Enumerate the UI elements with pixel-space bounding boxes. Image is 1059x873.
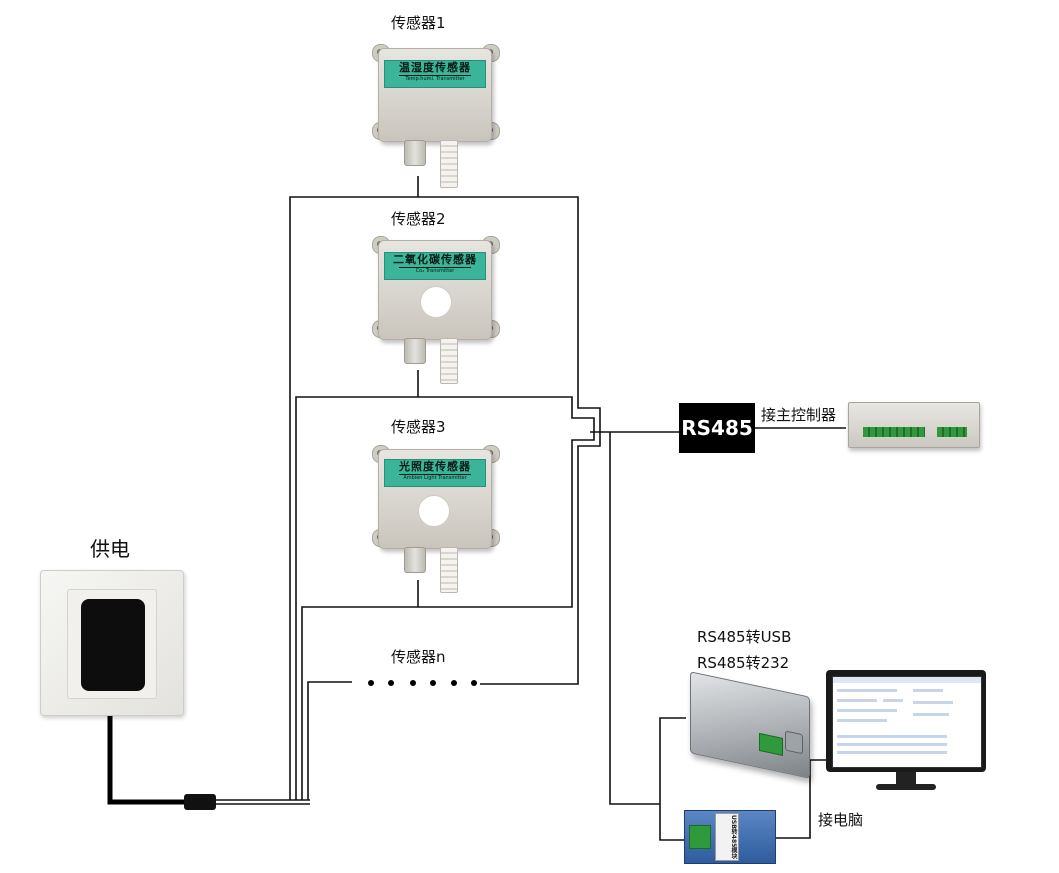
monitor-base-icon (876, 784, 936, 790)
terminal-block-icon (689, 825, 711, 849)
bus-wire-4 (307, 681, 352, 800)
usb-module-text: USB转485模块 (715, 813, 739, 861)
terminal-block-icon (759, 732, 783, 757)
sensor-2-label: 传感器2 (391, 210, 446, 228)
bus-wire-3 (301, 432, 595, 800)
controller-label: 接主控制器 (761, 406, 837, 424)
probe-icon (440, 547, 458, 593)
monitor-icon (826, 670, 986, 772)
wall-socket-icon (40, 570, 184, 716)
converter-label-usb: RS485转USB (697, 628, 792, 646)
wire-to-usb-module (659, 804, 686, 841)
sensor-1-plate-cn: 温湿度传感器 (399, 61, 471, 74)
monitor-stand-icon (896, 772, 916, 784)
sensor-n-label: 传感器n (391, 648, 446, 666)
ellipsis-dot (471, 680, 477, 686)
ellipsis-dot (451, 680, 457, 686)
converter-label-232: RS485转232 (697, 654, 790, 672)
sensor-1-nameplate: 温湿度传感器 Temp.humi. Transmitter (384, 60, 486, 88)
main-controller-icon (848, 402, 980, 448)
sensor-1: 温湿度传感器 Temp.humi. Transmitter (360, 42, 510, 192)
power-label: 供电 (90, 537, 130, 561)
cable-gland-icon (404, 140, 426, 166)
sensor-3-nameplate: 光照度传感器 Ambien Light Transmitter (384, 459, 486, 487)
power-connector (184, 794, 216, 810)
sensor-3-plate-cn: 光照度传感器 (399, 460, 471, 473)
usb-485-module-icon: USB转485模块 (684, 810, 776, 864)
probe-icon (440, 140, 458, 188)
cable-gland-icon (404, 338, 426, 364)
ellipsis-dot (388, 680, 394, 686)
trunk-to-converters (609, 432, 660, 805)
bus-wire-5 (480, 432, 601, 685)
wire-to-silver-converter (659, 717, 686, 804)
sensor-1-label: 传感器1 (391, 14, 446, 32)
sensor-1-plate-en: Temp.humi. Transmitter (399, 75, 471, 83)
sensor-2-plate-cn: 二氧化碳传感器 (393, 253, 477, 266)
cable-gland-icon (404, 547, 426, 573)
sensor-2: 二氧化碳传感器 Co₂ Transmitter (360, 234, 510, 384)
monitor-screen (832, 676, 982, 768)
sensor-3-plate-en: Ambien Light Transmitter (399, 474, 471, 482)
rs485-box: RS485 (679, 403, 755, 453)
bus-wire-2 (295, 396, 595, 800)
ellipsis-dot (368, 680, 374, 686)
sensor-window (420, 286, 452, 318)
sensor-2-plate-en: Co₂ Transmitter (399, 267, 471, 275)
sensor-window (418, 495, 450, 527)
probe-icon (440, 338, 458, 384)
power-cable (107, 708, 186, 805)
bus-wire-1 (289, 196, 601, 800)
pc-label: 接电脑 (818, 811, 864, 829)
power-adapter-icon (81, 599, 145, 691)
sensor-3-label: 传感器3 (391, 418, 446, 436)
ellipsis-dot (430, 680, 436, 686)
sensor-2-nameplate: 二氧化碳传感器 Co₂ Transmitter (384, 252, 486, 280)
sensor-3: 光照度传感器 Ambien Light Transmitter (360, 443, 510, 593)
ellipsis-dot (410, 680, 416, 686)
db9-port-icon (785, 730, 803, 755)
wire-usb-to-pc (770, 759, 832, 839)
